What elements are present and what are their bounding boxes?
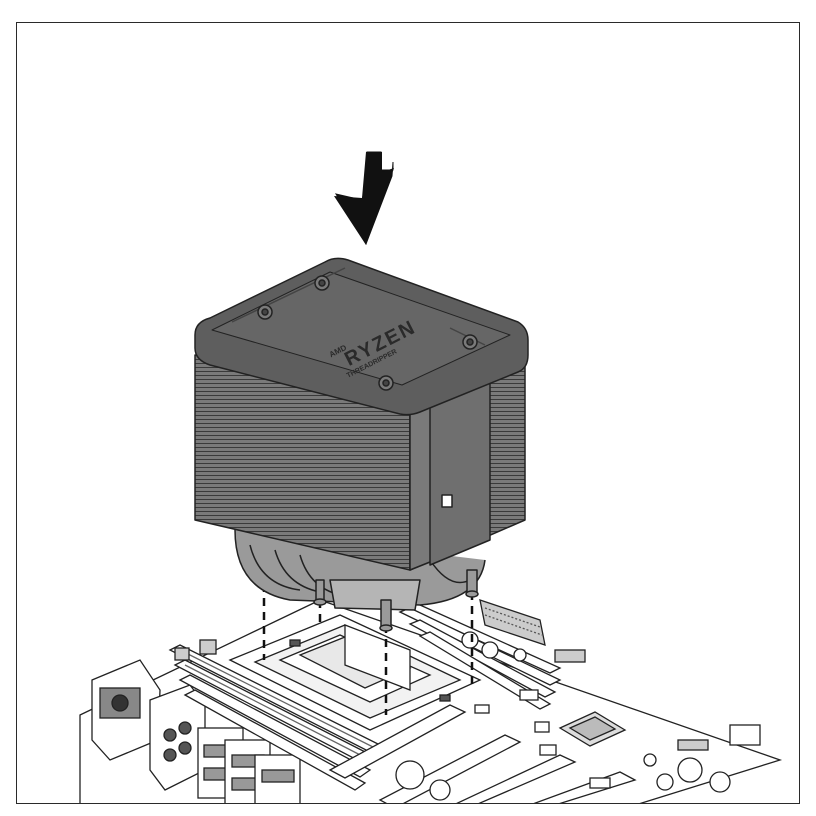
led-indicator xyxy=(442,495,452,507)
motherboard xyxy=(80,596,780,816)
cpu-cooler: AMD RYZEN THREADRIPPER xyxy=(195,258,528,631)
arrow-down-icon xyxy=(334,152,394,245)
